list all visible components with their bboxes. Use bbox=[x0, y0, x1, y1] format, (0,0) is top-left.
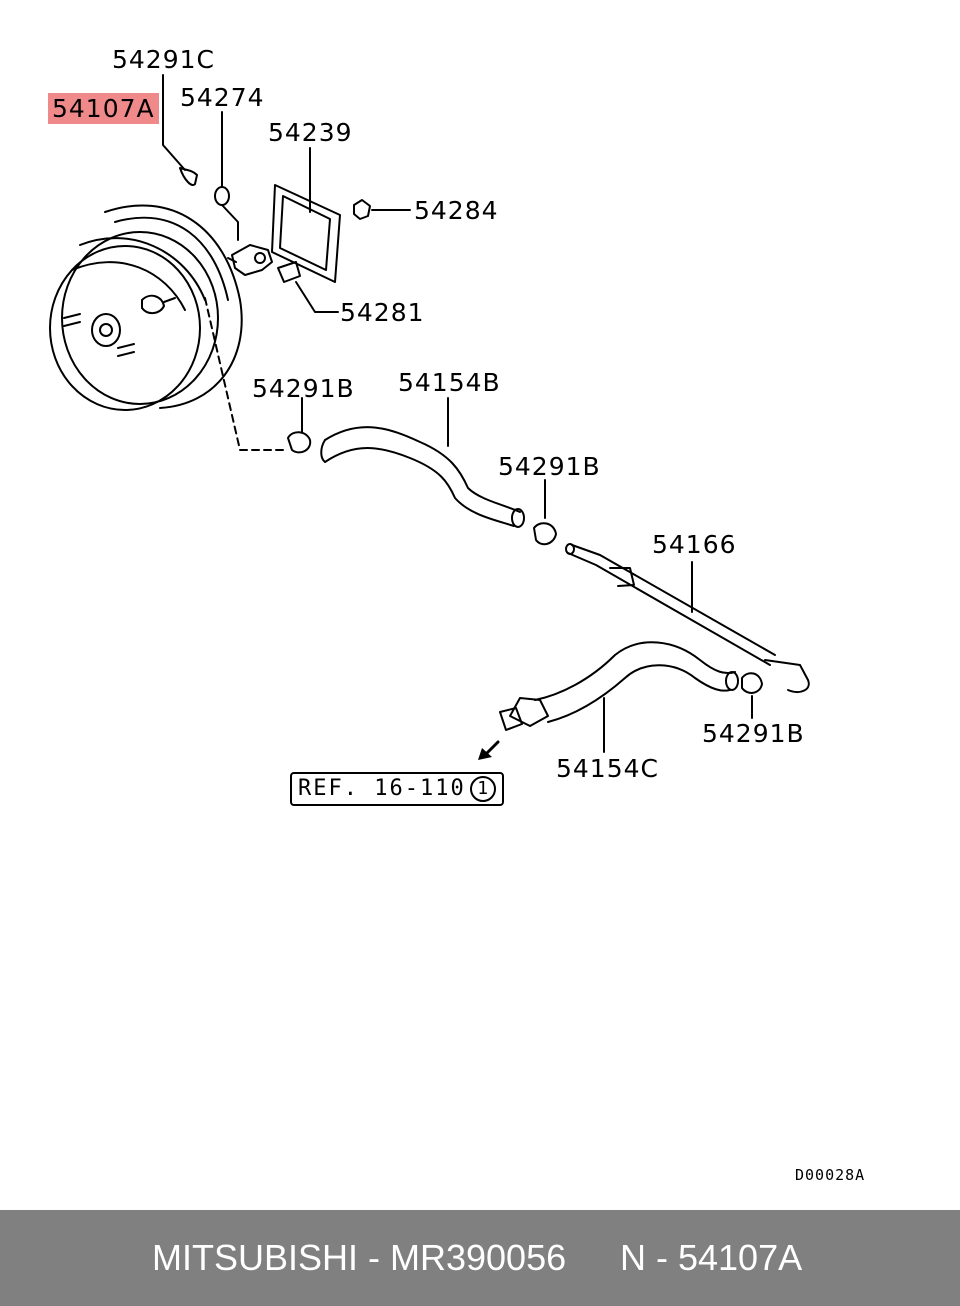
footer-part-number: MITSUBISHI - MR390056 bbox=[152, 1237, 567, 1278]
label-54291c: 54291C bbox=[112, 45, 215, 74]
reference-text: REF. 16-110 bbox=[298, 776, 466, 801]
footer-bar: MITSUBISHI - MR390056 N - 54107A bbox=[0, 1210, 960, 1306]
check-valve bbox=[227, 244, 273, 276]
label-54291b-upper: 54291B bbox=[252, 374, 355, 403]
label-54154b: 54154B bbox=[398, 368, 501, 397]
label-54281: 54281 bbox=[340, 298, 425, 327]
clamp-54291b-middle bbox=[533, 479, 557, 546]
label-54291b-middle: 54291B bbox=[498, 452, 601, 481]
reference-arrowhead bbox=[478, 748, 492, 760]
label-54291b-lower: 54291B bbox=[702, 719, 805, 748]
hose-54154b bbox=[320, 397, 525, 528]
reference-circle-number: 1 bbox=[469, 776, 496, 802]
label-54239: 54239 bbox=[268, 118, 353, 147]
brake-booster bbox=[49, 204, 284, 451]
label-54274: 54274 bbox=[180, 83, 265, 112]
label-54284: 54284 bbox=[414, 196, 499, 225]
washer-54274 bbox=[214, 111, 239, 241]
drawing-code: D00028A bbox=[795, 1166, 866, 1184]
pipe-54166 bbox=[565, 543, 810, 693]
clamp-54291b-upper bbox=[287, 397, 312, 454]
nut-54284 bbox=[353, 199, 411, 220]
clamp-54291b-lower bbox=[741, 672, 763, 719]
fitting-54281 bbox=[277, 261, 339, 313]
label-54107a-highlighted: 54107A bbox=[48, 93, 159, 124]
parts-diagram bbox=[49, 74, 810, 760]
footer-position-code: N - 54107A bbox=[620, 1237, 803, 1278]
gasket-54239 bbox=[271, 147, 341, 283]
hose-54154c bbox=[499, 641, 739, 753]
label-54166: 54166 bbox=[652, 530, 737, 559]
clip-54291c bbox=[162, 74, 198, 186]
label-54154c: 54154C bbox=[556, 754, 659, 783]
